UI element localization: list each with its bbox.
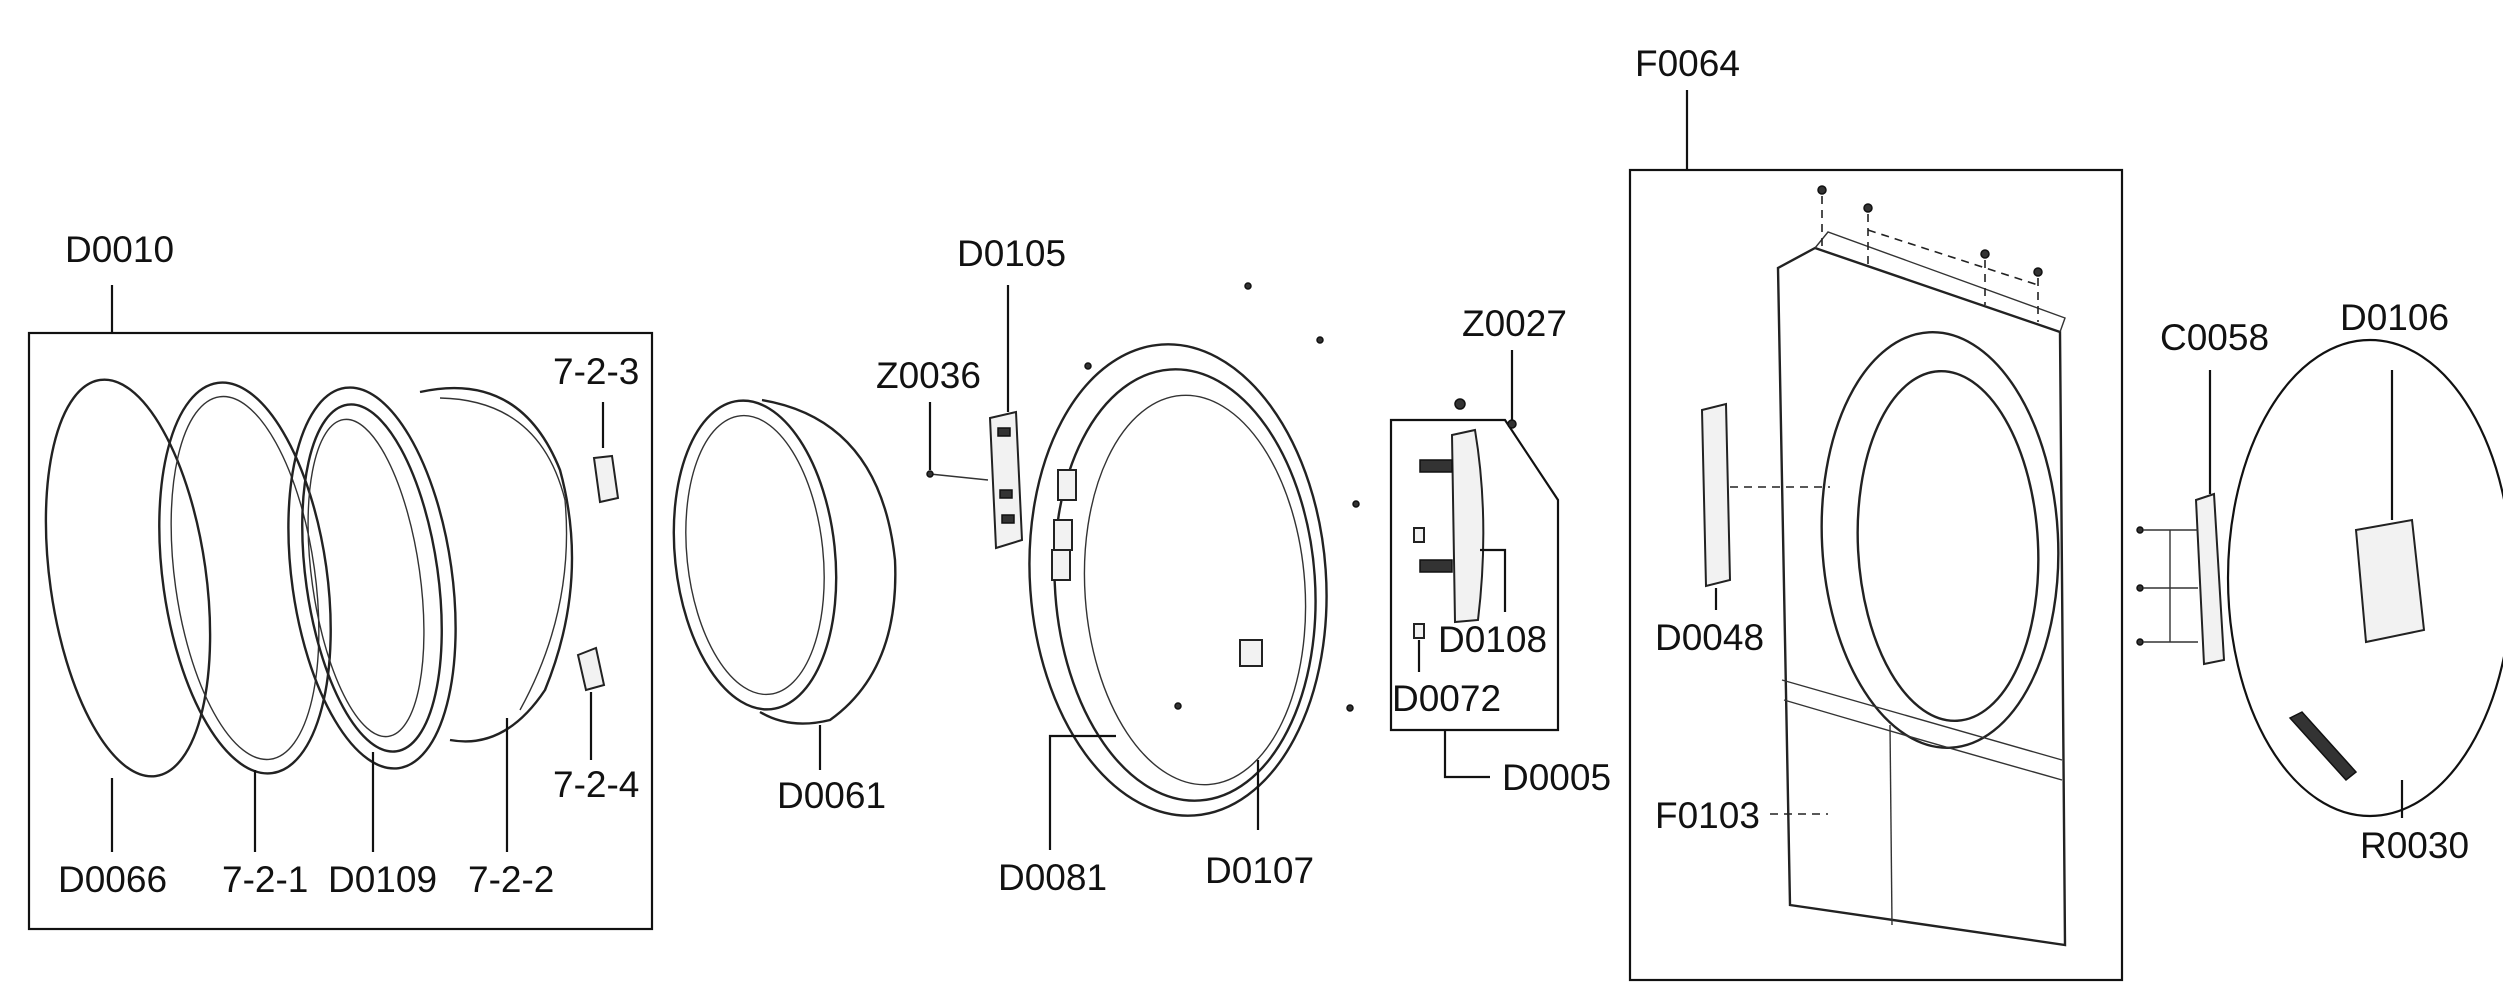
label-d0108: D0108: [1438, 619, 1547, 660]
label-d0061: D0061: [777, 775, 886, 816]
label-7-2-2: 7-2-2: [468, 859, 554, 900]
part-7-2-2-frame: [419, 386, 574, 743]
label-f0064: F0064: [1635, 43, 1740, 84]
label-d0105: D0105: [957, 233, 1066, 274]
label-d0072: D0072: [1392, 678, 1501, 719]
label-d0106: D0106: [2340, 297, 2449, 338]
label-d0005: D0005: [1502, 757, 1611, 798]
part-d0066-glass-cover: [44, 378, 212, 778]
part-d0061-door-glass: D0061: [672, 398, 897, 816]
part-7-2-4: [576, 646, 606, 692]
group-f0064: F0064 D0048 F0103: [1628, 43, 2124, 982]
detail-ellipse-d0106: D0106 R0030: [2226, 297, 2503, 866]
part-d0107: D0107: [1205, 760, 1314, 891]
label-7-2-1: 7-2-1: [222, 859, 308, 900]
part-r0030-spring: [2288, 711, 2358, 782]
label-d0109: D0109: [328, 859, 437, 900]
part-front-panel: [1776, 246, 2067, 947]
label-c0058: C0058: [2160, 317, 2269, 358]
part-door-opening: [1820, 330, 2060, 750]
part-c0058-bracket: C0058: [2136, 317, 2269, 666]
part-7-2-3: [592, 454, 620, 504]
label-d0107: D0107: [1205, 850, 1314, 891]
part-d0106-switch: [2354, 518, 2426, 644]
label-d0081: D0081: [998, 857, 1107, 898]
label-d0066: D0066: [58, 859, 167, 900]
part-d0081-door-ring: D0081: [998, 282, 1360, 898]
label-z0036: Z0036: [876, 355, 981, 396]
group-d0010: D0010 D0066 7-2-1 D0109 7-2-2 7-2-3 7-2-…: [27, 229, 654, 931]
group-box-f0064: [1628, 168, 2124, 982]
part-d0108-latch: [1450, 428, 1485, 624]
label-7-2-3: 7-2-3: [553, 351, 639, 392]
label-d0010: D0010: [65, 229, 174, 270]
group-box-d0010: [27, 331, 654, 931]
part-d0105-hinge: D0105: [957, 233, 1066, 550]
part-d0048-handle: [1700, 402, 1732, 588]
part-d0072-pin: [1413, 623, 1425, 639]
label-d0048: D0048: [1655, 617, 1764, 658]
group-d0005: Z0027 D0108 D0072 D0005: [1389, 303, 1611, 798]
part-7-2-1-ring: [158, 381, 332, 775]
label-r0030: R0030: [2360, 825, 2469, 866]
label-f0103: F0103: [1655, 795, 1760, 836]
group-box-d0005: [1389, 418, 1560, 732]
part-z0036-screw: Z0036: [876, 355, 989, 481]
label-z0027: Z0027: [1462, 303, 1567, 344]
part-d0109-gasket: [287, 386, 457, 770]
label-7-2-4: 7-2-4: [553, 764, 639, 805]
